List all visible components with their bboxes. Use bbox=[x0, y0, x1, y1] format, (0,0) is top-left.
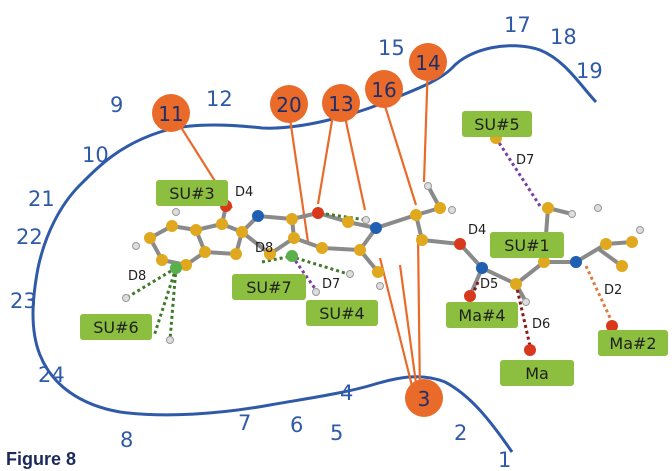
tag-su5: SU#5 bbox=[462, 111, 532, 137]
figure-caption: Figure 8 bbox=[6, 449, 76, 469]
distance-label: D6 bbox=[532, 317, 550, 332]
marker-14: 14 bbox=[409, 43, 447, 81]
distance-label: D4 bbox=[235, 185, 253, 200]
svg-text:Ma#2: Ma#2 bbox=[609, 334, 656, 353]
outline-number: 10 bbox=[82, 143, 109, 167]
marker-20: 20 bbox=[270, 85, 308, 123]
marker-3: 3 bbox=[405, 379, 443, 417]
tag-su1: SU#1 bbox=[490, 232, 564, 258]
position-markers: 3 11 13 14 16 20 bbox=[152, 43, 447, 417]
svg-text:SU#3: SU#3 bbox=[169, 184, 214, 203]
distance-label: D5 bbox=[480, 277, 498, 292]
svg-text:SU#1: SU#1 bbox=[504, 236, 549, 255]
svg-text:16: 16 bbox=[371, 78, 396, 102]
svg-text:Ma: Ma bbox=[525, 364, 549, 383]
outline-number: 2 bbox=[454, 421, 467, 445]
outline-number: 21 bbox=[28, 187, 55, 211]
distance-label: D2 bbox=[604, 283, 622, 298]
outline-number: 23 bbox=[10, 289, 37, 313]
molecule-atoms bbox=[122, 132, 644, 356]
outline-numbers: 1 2 4 5 6 7 8 9 10 12 15 17 18 19 21 22 … bbox=[10, 13, 603, 471]
marker-connectors bbox=[171, 61, 430, 399]
svg-text:SU#6: SU#6 bbox=[93, 318, 138, 337]
outline-number: 15 bbox=[378, 36, 405, 60]
outline-number: 1 bbox=[498, 448, 511, 471]
tag-su7: SU#7 bbox=[232, 274, 306, 300]
svg-text:SU#4: SU#4 bbox=[319, 304, 364, 323]
outline-number: 6 bbox=[290, 413, 303, 437]
distance-label: D8 bbox=[128, 269, 146, 284]
tag-ma4: Ma#4 bbox=[446, 302, 518, 328]
svg-text:14: 14 bbox=[415, 51, 440, 75]
site-tags: SU#5 SU#3 SU#1 SU#7 SU#4 SU#6 Ma#4 Ma#2 bbox=[80, 111, 668, 386]
outline-number: 19 bbox=[576, 59, 603, 83]
outline-number: 17 bbox=[504, 13, 531, 37]
distance-label: D7 bbox=[516, 153, 534, 168]
distance-label: D7 bbox=[322, 277, 340, 292]
outline-number: 4 bbox=[340, 381, 353, 405]
distance-labels: D7 D4 D4 D8 D8 D7 D5 D6 D2 bbox=[128, 153, 622, 332]
svg-text:13: 13 bbox=[328, 92, 353, 116]
outline-number: 22 bbox=[16, 225, 43, 249]
svg-text:11: 11 bbox=[158, 102, 183, 126]
outline-number: 18 bbox=[550, 25, 577, 49]
binding-site-outline bbox=[31, 44, 598, 453]
tag-ma: Ma bbox=[500, 360, 574, 386]
distance-label: D4 bbox=[468, 223, 486, 238]
svg-text:20: 20 bbox=[276, 93, 301, 117]
svg-text:SU#7: SU#7 bbox=[246, 278, 291, 297]
outline-number: 8 bbox=[120, 428, 133, 452]
distance-label: D8 bbox=[255, 241, 273, 256]
marker-11: 11 bbox=[152, 94, 190, 132]
outline-number: 7 bbox=[238, 411, 251, 435]
tag-su4: SU#4 bbox=[306, 300, 378, 326]
marker-16: 16 bbox=[365, 70, 403, 108]
tag-su3: SU#3 bbox=[156, 180, 228, 206]
marker-13: 13 bbox=[322, 84, 360, 122]
svg-text:Ma#4: Ma#4 bbox=[458, 306, 505, 325]
outline-number: 9 bbox=[110, 93, 123, 117]
tag-ma2: Ma#2 bbox=[598, 330, 668, 356]
tag-su6: SU#6 bbox=[80, 314, 152, 340]
outline-number: 5 bbox=[330, 421, 343, 445]
outline-number: 12 bbox=[206, 87, 233, 111]
svg-text:SU#5: SU#5 bbox=[474, 115, 519, 134]
outline-number: 24 bbox=[38, 363, 65, 387]
svg-text:3: 3 bbox=[418, 387, 431, 411]
